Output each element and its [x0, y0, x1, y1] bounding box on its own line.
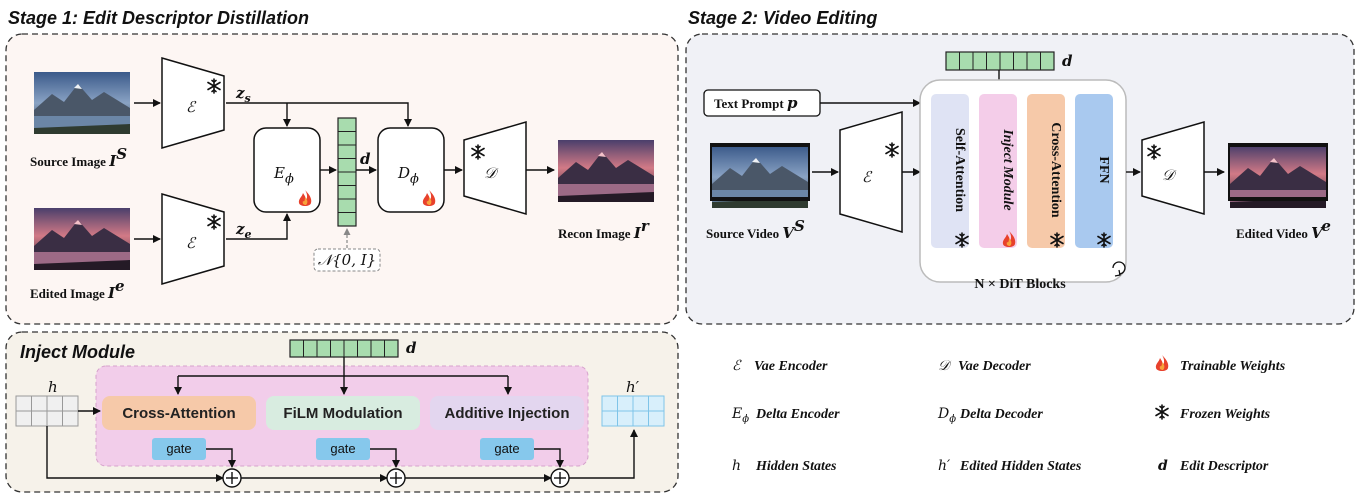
ffn-block	[1075, 94, 1113, 248]
recon-image-label: Recon Image Ir	[558, 217, 650, 242]
legend-text: Delta Decoder	[959, 407, 1043, 422]
noise-prior-label: 𝒩{0, I}	[318, 251, 376, 269]
sum-node	[550, 468, 570, 488]
source-video	[710, 143, 810, 208]
film-modulation-module-label: FiLM Modulation	[283, 405, 402, 422]
legend-text: Frozen Weights	[1179, 407, 1271, 422]
dit-block-container	[919, 79, 1127, 283]
legend-symbol: Dϕ	[937, 406, 956, 425]
additive-injection-module	[430, 396, 584, 430]
vae-encoder-top	[161, 57, 225, 149]
legend-symbol: h′	[938, 458, 951, 474]
gate-box	[316, 438, 370, 460]
inject-module-block	[979, 94, 1017, 248]
vae-decoder	[1141, 121, 1205, 215]
gate-box	[152, 438, 206, 460]
source-image-label: Source Image IS	[30, 145, 127, 170]
edited-hidden-state-grid	[601, 395, 665, 427]
encoder-symbol: ℰ	[862, 168, 873, 186]
decoder-symbol: 𝒟	[484, 164, 499, 182]
edit-descriptor-vector	[289, 339, 399, 358]
cross-attention-label: Cross-Attention	[1048, 122, 1063, 218]
gate-label: gate	[166, 441, 191, 456]
legend-text: Vae Encoder	[754, 359, 828, 374]
cross-attention-module	[102, 396, 256, 430]
legend-text: Edit Descriptor	[1179, 459, 1269, 474]
legend-text: Edited Hidden States	[959, 459, 1082, 474]
legend-text: Vae Decoder	[958, 359, 1031, 374]
gate-label: gate	[494, 441, 519, 456]
noise-prior-box	[313, 248, 381, 272]
delta-decoder-symbol: Dϕ	[397, 164, 419, 187]
vae-encoder-bottom	[161, 193, 225, 285]
decoder-symbol: 𝒟	[1162, 166, 1177, 184]
legend-text: Hidden States	[755, 459, 837, 474]
inject-title: Inject Module	[20, 342, 135, 362]
self-attention-block	[931, 94, 969, 248]
sum-node	[386, 468, 406, 488]
self-attention-label: Self-Attention	[952, 128, 967, 212]
encoder-symbol-bottom: ℰ	[186, 234, 197, 252]
edited-image-label: Edited Image Ie	[30, 277, 125, 302]
inject-module-label: Inject Module	[1000, 128, 1015, 210]
edit-descriptor-vector	[945, 51, 1055, 71]
stage2-title: Stage 2: Video Editing	[688, 8, 877, 28]
legend-symbol: Eϕ	[731, 406, 749, 425]
zs-label: zs	[235, 84, 251, 105]
hidden-state-grid	[15, 395, 79, 427]
descriptor-label: d	[406, 339, 417, 357]
edited-video	[1228, 143, 1328, 208]
edited-hidden-state-label: h′	[626, 378, 640, 396]
cross-attention-block	[1027, 94, 1065, 248]
film-modulation-module	[266, 396, 420, 430]
sum-node	[222, 468, 242, 488]
descriptor-label: d	[360, 150, 371, 168]
source-image	[34, 72, 130, 134]
source-video-label: Source Video VS	[706, 217, 805, 242]
legend-symbol: d	[1158, 458, 1168, 474]
ze-label: ze	[235, 220, 252, 241]
legend-text: Trainable Weights	[1180, 359, 1286, 374]
cross-attention-module-label: Cross-Attention	[122, 405, 235, 422]
vae-decoder	[463, 121, 527, 215]
edit-descriptor-vector	[337, 117, 357, 227]
vae-encoder	[839, 111, 903, 233]
text-prompt-label: Text Prompt p	[714, 94, 798, 112]
stage1-title: Stage 1: Edit Descriptor Distillation	[8, 8, 309, 28]
legend-symbol: h	[732, 458, 741, 474]
hidden-state-label: h	[48, 378, 58, 396]
legend-symbol: 𝒟	[938, 358, 952, 374]
loop-icon	[1112, 261, 1126, 277]
legend: ℰ Vae Encoder 𝒟 Vae Decoder Trainable We…	[731, 355, 1286, 474]
delta-encoder-symbol: Eϕ	[273, 164, 294, 187]
edited-image	[34, 208, 130, 270]
recon-image	[558, 140, 654, 202]
gate-box	[480, 438, 534, 460]
encoder-symbol-top: ℰ	[186, 98, 197, 116]
additive-injection-module-label: Additive Injection	[444, 405, 569, 422]
gate-label: gate	[330, 441, 355, 456]
flame-icon	[1155, 355, 1169, 371]
dit-blocks-label: N × DiT Blocks	[974, 277, 1066, 292]
snowflake-icon	[1155, 404, 1169, 420]
legend-text: Delta Encoder	[755, 407, 840, 422]
ffn-label: FFN	[1096, 156, 1111, 183]
edited-video-label: Edited Video Ve	[1236, 217, 1331, 242]
descriptor-label: d	[1062, 52, 1073, 70]
legend-symbol: ℰ	[732, 358, 742, 374]
